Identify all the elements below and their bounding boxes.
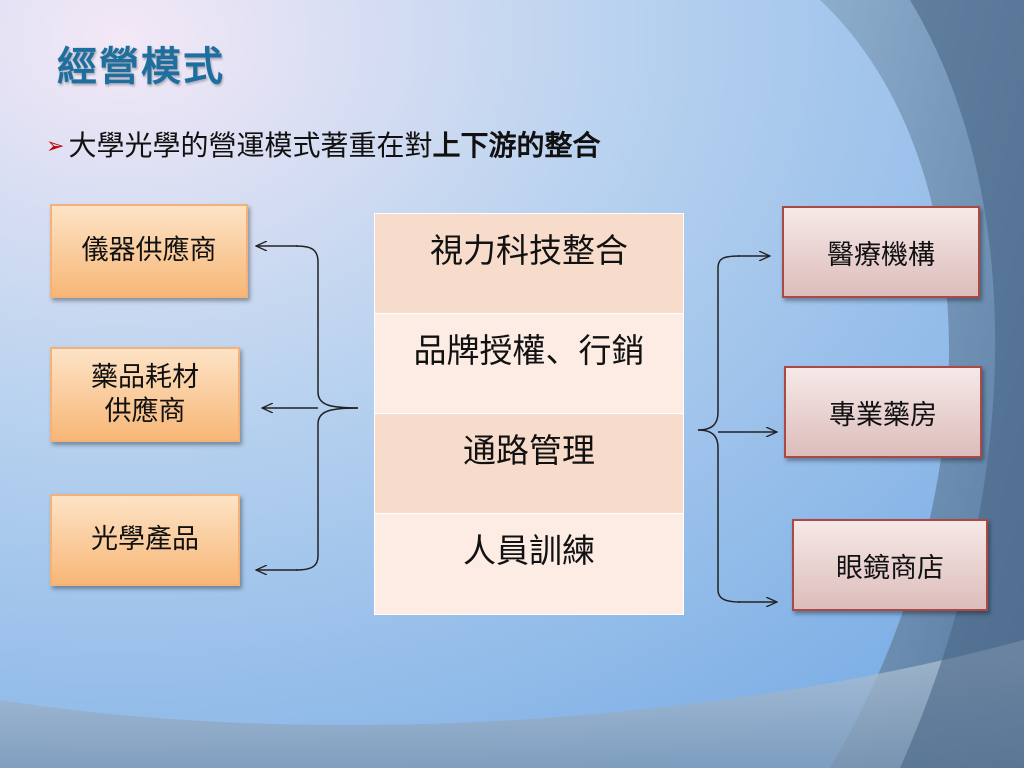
left-brace <box>295 245 359 409</box>
left-box-label: 光學產品 <box>91 524 199 555</box>
left-box-instrument-supplier: 儀器供應商 <box>50 204 248 298</box>
center-integration-table: 視力科技整合 品牌授權、行銷 通路管理 人員訓練 <box>374 213 684 615</box>
right-box-pharmacies: 專業藥房 <box>784 366 982 458</box>
left-box-drug-supplier: 藥品耗材 供應商 <box>50 347 240 442</box>
bullet-bold-text: 上下游的整合 <box>432 129 601 162</box>
right-box-medical-institutions: 醫療機構 <box>782 206 980 298</box>
center-row-staff-training: 人員訓練 <box>375 514 683 614</box>
center-row-channel-management: 通路管理 <box>375 414 683 514</box>
right-brace-lower <box>697 429 741 603</box>
right-brace <box>697 255 741 431</box>
left-box-label: 藥品耗材 供應商 <box>91 361 199 427</box>
left-box-optical-products: 光學產品 <box>50 494 240 586</box>
center-row-brand-licensing: 品牌授權、行銷 <box>375 314 683 414</box>
right-box-optical-stores: 眼鏡商店 <box>792 519 988 611</box>
left-box-label: 儀器供應商 <box>81 235 217 266</box>
bullet-text: 大學光學的營運模式著重在對 <box>68 129 433 162</box>
slide-title: 經營模式 <box>57 44 225 90</box>
bullet-point: ➢大學光學的營運模式著重在對上下游的整合 <box>46 124 600 164</box>
center-row-vision-tech: 視力科技整合 <box>375 214 683 314</box>
bullet-arrow-icon: ➢ <box>46 134 65 159</box>
left-brace-lower <box>295 407 359 571</box>
